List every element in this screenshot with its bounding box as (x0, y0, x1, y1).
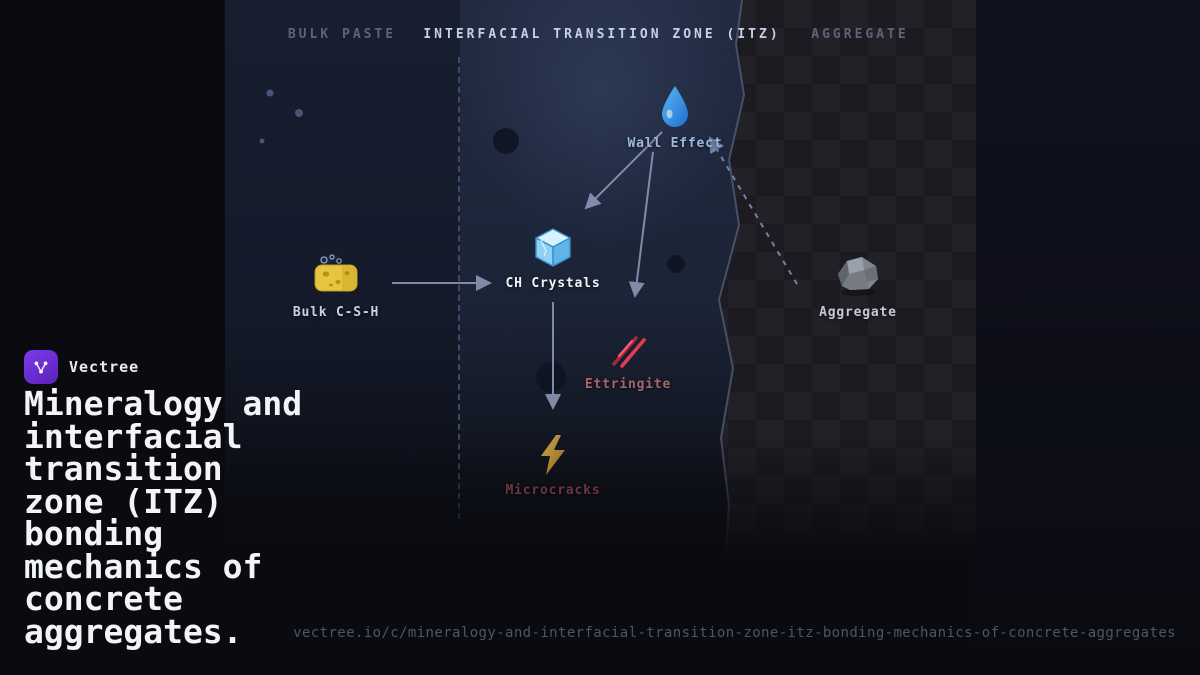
void-dot (667, 255, 685, 273)
water-droplet-icon (662, 86, 688, 127)
page-title: Mineralogy and interfacial transition zo… (24, 384, 303, 651)
node-label: Wall Effect (627, 136, 723, 151)
pore-dot (259, 138, 265, 144)
sponge-icon (314, 254, 358, 292)
vectree-logo-icon (24, 350, 58, 384)
node-label: Microcracks (505, 483, 601, 498)
node-ettringite[interactable]: Ettringite (548, 330, 708, 392)
node-microcracks[interactable]: Microcracks (473, 434, 633, 498)
needle-crystals-icon (612, 336, 646, 368)
void-dot (536, 362, 566, 392)
pore-dot (266, 89, 274, 97)
void-dot (368, 530, 376, 538)
tab-aggregate[interactable]: AGGREGATE (811, 27, 909, 42)
node-wall-effect[interactable]: Wall Effect (595, 83, 755, 151)
node-bulk-csh[interactable]: Bulk C-S-H (256, 252, 416, 320)
arrow-walleffect-to-ch (584, 131, 663, 210)
pore-dot (295, 109, 303, 117)
void-dot (406, 445, 418, 457)
node-label: Aggregate (819, 305, 897, 320)
rock-icon (838, 257, 878, 296)
tab-itz[interactable]: INTERFACIAL TRANSITION ZONE (ITZ) (423, 27, 781, 42)
node-label: Ettringite (584, 377, 672, 392)
arrow-walleffect-to-ettringite (628, 151, 654, 298)
tab-bulk-paste[interactable]: BULK PASTE (287, 27, 397, 42)
canonical-url: vectree.io/c/mineralogy-and-interfacial-… (293, 625, 1176, 641)
node-label: Bulk C-S-H (292, 305, 380, 320)
node-label: CH Crystals (505, 276, 601, 291)
right-backdrop (975, 0, 1200, 675)
itz-left-boundary-dashed-line (458, 57, 460, 519)
lightning-icon (541, 435, 565, 475)
node-ch-crystals[interactable]: CH Crystals (473, 225, 633, 291)
void-dot (493, 128, 519, 154)
ice-cube-icon (535, 228, 571, 267)
brand-name: Vectree (69, 358, 140, 376)
node-aggregate[interactable]: Aggregate (778, 252, 938, 320)
brand: Vectree (24, 350, 139, 384)
